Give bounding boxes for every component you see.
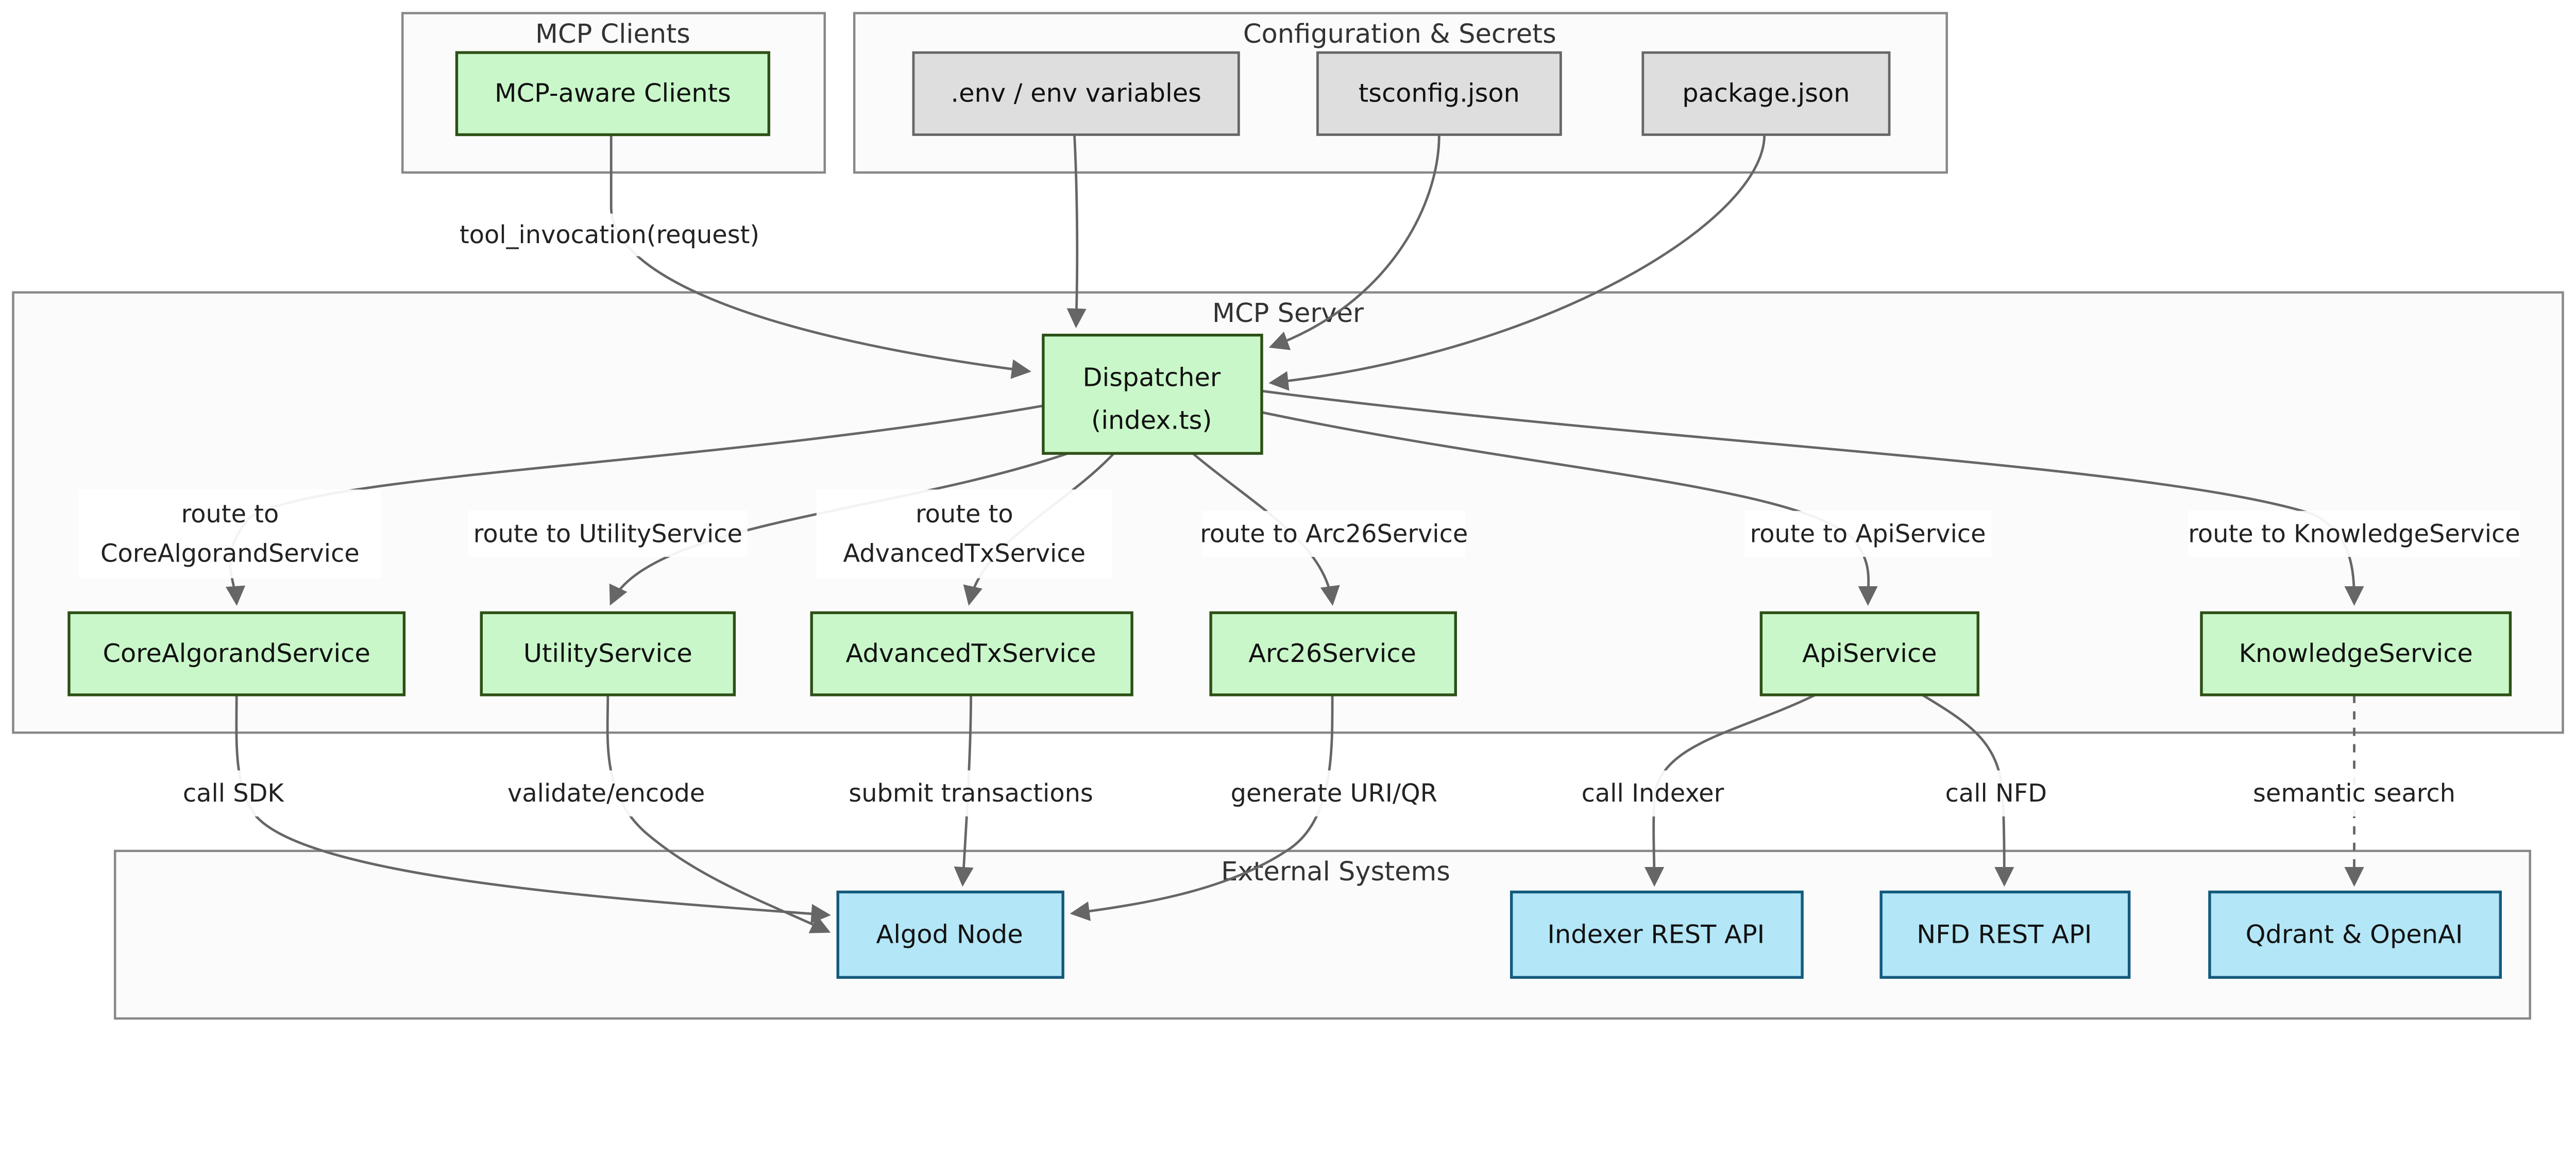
group-title-configuration-secrets: Configuration & Secrets [1243, 19, 1556, 49]
node-knowledge-service [2200, 611, 2512, 696]
edge-dispatcher-to-utility [609, 452, 1069, 606]
node-api-service [1759, 611, 1979, 696]
node-dispatcher [1042, 333, 1263, 455]
node-label-dispatcher-line2: (index.ts) [1091, 405, 1212, 435]
edge-label-bg [177, 770, 290, 817]
node-label-tsconfig: tsconfig.json [1359, 78, 1520, 108]
node-label-qdrant-openai: Qdrant & OpenAI [2246, 919, 2463, 949]
node-label-api-service: ApiService [1802, 638, 1937, 668]
edge-label-submit-transactions: submit transactions [849, 779, 1093, 808]
node-label-mcp-aware-clients: MCP-aware Clients [495, 78, 731, 108]
edge-label-call-nfd: call NFD [1945, 779, 2047, 808]
node-label-core-algorand-service: CoreAlgorandService [103, 638, 370, 668]
node-utility-service [480, 611, 736, 696]
edge-label-semantic-search: semantic search [2253, 779, 2455, 808]
edge-label-route-advancedtx-line1: route to [916, 500, 1013, 529]
node-label-utility-service: UtilityService [523, 638, 692, 668]
node-advanced-tx-service [810, 611, 1133, 696]
diagram-canvas: MCP Clients Configuration & Secrets MCP … [12, 12, 2564, 1020]
node-core-algorand-service [67, 611, 406, 696]
edge-label-bg [1577, 770, 1728, 817]
group-title-mcp-server: MCP Server [1212, 298, 1364, 329]
edge-label-bg [846, 770, 1096, 817]
node-label-nfd-rest-api: NFD REST API [1917, 919, 2092, 949]
node-label-knowledge-service: KnowledgeService [2239, 638, 2473, 668]
node-package-json [1641, 51, 1891, 136]
edge-label-route-core-line1: route to [181, 500, 279, 529]
node-qdrant-openai [2208, 890, 2502, 979]
edge-label-route-knowledge: route to KnowledgeService [2188, 520, 2520, 548]
edge-arc26-to-algod [1070, 694, 1334, 921]
edge-label-route-core-line2: CoreAlgorandService [100, 540, 360, 568]
node-algod-node [836, 890, 1064, 979]
edge-label-bg [816, 489, 1112, 579]
edge-label-route-arc26: route to Arc26Service [1200, 520, 1468, 548]
edge-label-call-sdk: call SDK [183, 779, 285, 808]
node-label-package-json: package.json [1682, 78, 1850, 108]
node-env-vars [912, 51, 1240, 136]
group-title-mcp-clients: MCP Clients [535, 19, 690, 49]
node-mcp-aware-clients [455, 51, 771, 137]
edge-package-to-dispatcher [1268, 134, 1766, 391]
edge-label-call-indexer: call Indexer [1582, 779, 1724, 808]
edge-label-bg [2188, 511, 2520, 557]
edge-label-tool-invocation: tool_invocation(request) [460, 221, 759, 249]
node-label-advanced-tx-service: AdvancedTxService [846, 638, 1096, 668]
edge-label-bg [468, 511, 748, 557]
node-label-indexer-rest-api: Indexer REST API [1547, 919, 1765, 949]
group-title-external-systems: External Systems [1221, 857, 1450, 887]
node-arc26-service [1209, 611, 1457, 696]
edge-utility-to-algod [606, 694, 831, 933]
edge-label-bg [1229, 770, 1439, 817]
node-indexer-rest-api [1510, 890, 1804, 979]
edge-label-bg [1940, 770, 2052, 817]
node-tsconfig [1316, 51, 1562, 136]
edge-label-route-utility: route to UtilityService [473, 520, 742, 548]
node-label-env-vars: .env / env variables [951, 78, 1201, 108]
architecture-diagram: MCP Clients Configuration & Secrets MCP … [12, 12, 2564, 1020]
node-nfd-rest-api [1879, 890, 2131, 979]
edge-core-to-algod [235, 694, 831, 924]
edge-label-route-api: route to ApiService [1750, 520, 1986, 548]
edge-label-bg [79, 489, 381, 579]
edge-dispatcher-to-api [1261, 411, 1878, 606]
edge-label-bg [1202, 511, 1466, 557]
edge-label-route-advancedtx-line2: AdvancedTxService [843, 540, 1086, 568]
edge-label-validate-encode: validate/encode [507, 779, 705, 808]
edge-label-bg [443, 213, 776, 257]
edge-label-generate-uri-qr: generate URI/QR [1231, 779, 1437, 808]
edge-label-bg [2253, 770, 2455, 817]
node-label-arc26-service: Arc26Service [1248, 638, 1416, 668]
node-label-algod-node: Algod Node [876, 919, 1023, 949]
edge-env-to-dispatcher [1066, 134, 1087, 329]
edge-label-bg [1744, 511, 1991, 557]
edge-tsconfig-to-dispatcher [1268, 134, 1440, 350]
edge-label-bg [501, 770, 711, 817]
node-label-dispatcher-line1: Dispatcher [1082, 362, 1221, 392]
